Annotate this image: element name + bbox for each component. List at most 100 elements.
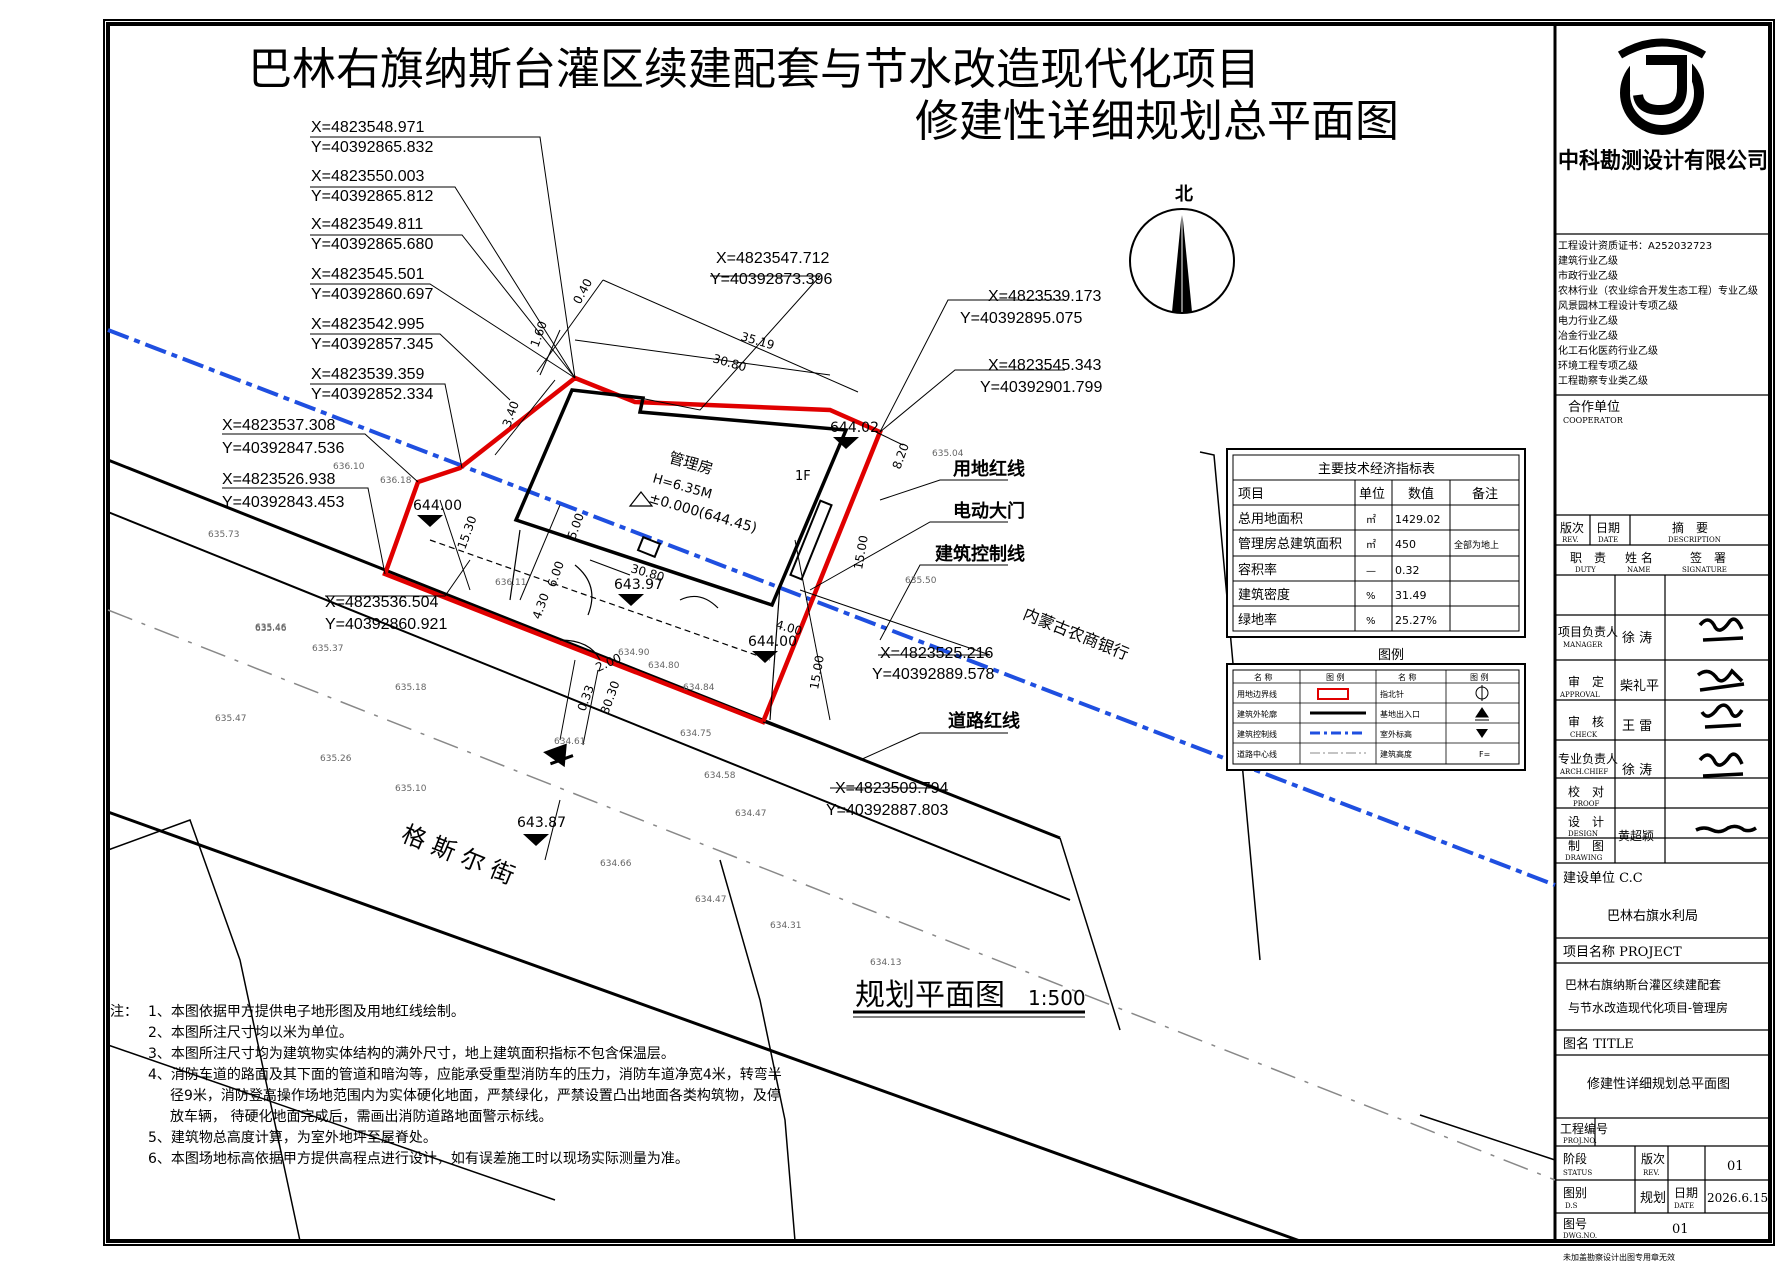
coord-1-y: Y=40392865.832 bbox=[311, 139, 433, 156]
svg-text:635.10: 635.10 bbox=[395, 784, 427, 794]
svg-text:634.58: 634.58 bbox=[704, 771, 736, 781]
note-3: 3、本图所注尺寸均为建筑物实体结构的满外尺寸，地上建筑面积指标不包含保温层。 bbox=[148, 1046, 675, 1062]
svg-text:REV.: REV. bbox=[1562, 536, 1578, 544]
building-name: 管理房 bbox=[667, 449, 715, 479]
notes-label: 注： bbox=[110, 1004, 138, 1020]
svg-text:建筑高度: 建筑高度 bbox=[1380, 749, 1412, 759]
svg-text:634.75: 634.75 bbox=[680, 729, 712, 739]
coord-8-x: X=4823526.938 bbox=[222, 471, 336, 488]
callout-road-red-line: 道路红线 bbox=[948, 710, 1020, 732]
site-entrance-icon bbox=[543, 743, 574, 768]
coord-14-x: X=4823509.794 bbox=[835, 780, 949, 797]
svg-text:0.32: 0.32 bbox=[1395, 564, 1420, 577]
svg-text:未加盖勘察设计出图专用章无效: 未加盖勘察设计出图专用章无效 bbox=[1563, 1252, 1675, 1262]
title-block bbox=[1555, 233, 1770, 1214]
elevation-marker-icon bbox=[628, 491, 654, 507]
coord-10-y: Y=40392895.075 bbox=[960, 310, 1082, 327]
dim-4.30: 4.30 bbox=[530, 591, 552, 621]
coord-2-x: X=4823550.003 bbox=[311, 168, 425, 185]
svg-text:DATE: DATE bbox=[1674, 1202, 1694, 1210]
svg-text:㎡: ㎡ bbox=[1366, 514, 1376, 526]
svg-text:职 责: 职 责 bbox=[1570, 551, 1606, 565]
svg-text:容积率: 容积率 bbox=[1238, 562, 1277, 578]
svg-text:校 对: 校 对 bbox=[1568, 784, 1604, 799]
elevation-markers: 644.00 644.02 643.97 644.00 643.87 bbox=[413, 420, 879, 846]
svg-text:1429.02: 1429.02 bbox=[1395, 513, 1441, 526]
svg-text:634.13: 634.13 bbox=[870, 958, 902, 968]
dim-15.00-b: 15.00 bbox=[807, 654, 827, 690]
svg-text:农林行业（农业综合开发生态工程）专业乙级: 农林行业（农业综合开发生态工程）专业乙级 bbox=[1558, 284, 1758, 297]
legend-caption: 图例 bbox=[1378, 648, 1404, 663]
svg-text:图 例: 图 例 bbox=[1326, 672, 1345, 682]
svg-text:2026.6.15: 2026.6.15 bbox=[1707, 1191, 1768, 1205]
svg-text:图号: 图号 bbox=[1563, 1217, 1587, 1231]
svg-text:审 核: 审 核 bbox=[1568, 714, 1604, 729]
building-outline bbox=[513, 388, 849, 608]
svg-text:王 雷: 王 雷 bbox=[1622, 719, 1652, 734]
dim-35.19: 35.19 bbox=[739, 329, 776, 352]
north-label: 北 bbox=[1175, 184, 1193, 205]
qualifications: 工程设计资质证书：A252032723 建筑行业乙级 市政行业乙级 农林行业（农… bbox=[1558, 239, 1758, 387]
svg-text:644.02: 644.02 bbox=[830, 420, 879, 436]
coord-3-x: X=4823549.811 bbox=[311, 216, 423, 233]
svg-text:环境工程专项乙级: 环境工程专项乙级 bbox=[1558, 359, 1638, 372]
company-logo-icon bbox=[1617, 38, 1707, 135]
drawing-title-line2: 修建性详细规划总平面图 bbox=[915, 96, 1399, 147]
svg-text:635.50: 635.50 bbox=[905, 576, 937, 586]
coord-12-x: X=4823536.504 bbox=[325, 594, 439, 611]
svg-text:ARCH.CHIEF: ARCH.CHIEF bbox=[1559, 768, 1608, 776]
bank-label: 内蒙古农商银行 bbox=[1021, 604, 1132, 664]
svg-text:634.31: 634.31 bbox=[770, 921, 802, 931]
coord-5-y: Y=40392857.345 bbox=[311, 336, 433, 353]
svg-text:图别: 图别 bbox=[1563, 1186, 1587, 1200]
svg-text:工程勘察专业类乙级: 工程勘察专业类乙级 bbox=[1558, 374, 1648, 387]
coord-2-y: Y=40392865.812 bbox=[311, 188, 433, 205]
svg-text:MANAGER: MANAGER bbox=[1563, 641, 1603, 649]
svg-text:日期: 日期 bbox=[1596, 521, 1620, 535]
svg-text:化工石化医药行业乙级: 化工石化医药行业乙级 bbox=[1558, 344, 1658, 357]
svg-text:徐 涛: 徐 涛 bbox=[1622, 762, 1652, 778]
svg-text:COOPERATOR: COOPERATOR bbox=[1563, 416, 1624, 425]
svg-text:图名 TITLE: 图名 TITLE bbox=[1563, 1036, 1634, 1052]
svg-text:644.00: 644.00 bbox=[413, 498, 462, 514]
svg-text:数值: 数值 bbox=[1408, 486, 1434, 502]
svg-text:REV.: REV. bbox=[1643, 1169, 1659, 1177]
svg-text:634.66: 634.66 bbox=[600, 859, 632, 869]
svg-text:建筑密度: 建筑密度 bbox=[1238, 587, 1290, 603]
coord-9-y: Y=40392873.396 bbox=[710, 271, 832, 288]
svg-text:635.46: 635.46 bbox=[255, 624, 287, 634]
dimension-lines bbox=[439, 279, 904, 861]
svg-text:634.84: 634.84 bbox=[683, 683, 715, 693]
dim-15.00-a: 15.00 bbox=[851, 534, 871, 570]
svg-text:643.87: 643.87 bbox=[517, 815, 566, 831]
legend: 图例 名 称 图 例 名 称 图 例 用地边界线 指北针 建筑外轮廓 基地出入口… bbox=[1226, 648, 1526, 771]
svg-text:项目: 项目 bbox=[1238, 487, 1264, 502]
coord-8-y: Y=40392843.453 bbox=[222, 494, 344, 511]
blue-building-line bbox=[107, 328, 1556, 887]
dim-0.40: 0.40 bbox=[570, 276, 595, 306]
svg-text:工程编号: 工程编号 bbox=[1560, 1121, 1608, 1136]
callout-building-control-line: 建筑控制线 bbox=[935, 543, 1025, 565]
callout-land-red-line: 用地红线 bbox=[953, 458, 1025, 480]
svg-text:DUTY: DUTY bbox=[1575, 566, 1596, 574]
svg-text:450: 450 bbox=[1395, 538, 1416, 551]
notes: 注： 1、本图依据甲方提供电子地形图及用地红线绘制。 2、本图所注尺寸均以米为单… bbox=[110, 1002, 790, 1170]
coord-7-x: X=4823537.308 bbox=[222, 417, 336, 434]
callout-electric-gate: 电动大门 bbox=[953, 500, 1025, 522]
svg-text:636.11: 636.11 bbox=[495, 578, 527, 588]
svg-text:635.47: 635.47 bbox=[215, 714, 247, 724]
svg-text:STATUS: STATUS bbox=[1563, 1169, 1592, 1177]
svg-text:01: 01 bbox=[1672, 1222, 1689, 1237]
svg-text:用地边界线: 用地边界线 bbox=[1237, 689, 1277, 699]
coord-14-y: Y=40392887.803 bbox=[826, 802, 948, 819]
coord-13-y: Y=40392889.578 bbox=[872, 666, 994, 683]
svg-text:634.80: 634.80 bbox=[648, 661, 680, 671]
svg-text:冶金行业乙级: 冶金行业乙级 bbox=[1558, 329, 1618, 342]
svg-text:建筑外轮廓: 建筑外轮廓 bbox=[1237, 709, 1277, 719]
svg-text:备注: 备注 bbox=[1472, 486, 1498, 502]
plan-label: 规划平面图 1:500 bbox=[853, 978, 1086, 1018]
svg-text:635.37: 635.37 bbox=[312, 644, 344, 654]
svg-text:635.73: 635.73 bbox=[208, 530, 240, 540]
svg-text:PROJ.NO.: PROJ.NO. bbox=[1563, 1137, 1597, 1145]
svg-text:APPROVAL: APPROVAL bbox=[1559, 691, 1600, 699]
